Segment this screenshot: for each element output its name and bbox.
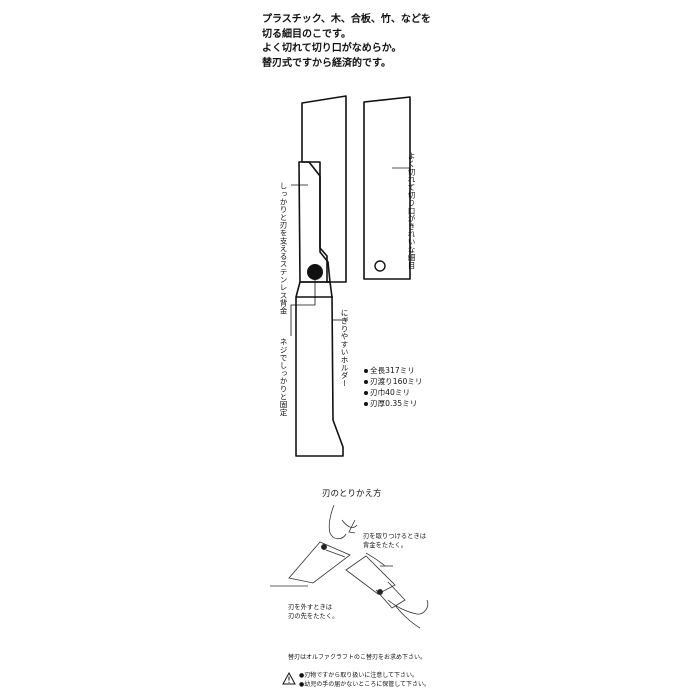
- screw-callout: ネジでしっかりと固定: [279, 338, 288, 416]
- intro-text: プラスチック、木、合板、竹、などを 切る細目のこです。 よく切れて切り口がなめら…: [262, 13, 431, 71]
- grip-callout: にぎりやすいホルダー: [340, 309, 349, 387]
- warning-icon: [282, 671, 296, 685]
- remove-note: 刃を外すときは 刃の先をたたく。: [288, 604, 339, 620]
- warning-line: ●刃物ですから取り扱いに注意して下さい。: [299, 672, 419, 679]
- spec-item: 刃巾40ミリ: [364, 387, 422, 398]
- saw-handle: [295, 281, 344, 457]
- blade-callout: よく切れて切り口がきれいな細目: [407, 152, 416, 269]
- spec-item: 刃厚0.35ミリ: [364, 398, 422, 409]
- attach-note: 刃を取りつけるときは 背金をたたく。: [363, 533, 427, 549]
- stainless-callout: しっかりと刃を支えるステンレス背金: [279, 182, 288, 315]
- bullet-icon: [364, 368, 368, 373]
- blade-hole-icon: [374, 260, 386, 272]
- intro-line: よく切れて切り口がなめらか。: [262, 43, 402, 54]
- screw-icon: [307, 264, 323, 280]
- intro-line: 替刃式ですから経済的です。: [262, 57, 391, 69]
- replace-title: 刃のとりかえ方: [322, 489, 382, 499]
- spec-item: 全長317ミリ: [364, 365, 422, 376]
- spec-list: 全長317ミリ 刃渡り160ミリ 刃巾40ミリ 刃厚0.35ミリ: [364, 365, 422, 409]
- saw-blade: [301, 95, 347, 283]
- spare-blade-note: 替刃はオルファクラフトのこ替刃をお求め下さい。: [288, 654, 427, 661]
- spare-blade: [363, 96, 411, 280]
- intro-line: 切る細目のこです。: [262, 28, 351, 40]
- bullet-icon: [364, 379, 368, 384]
- bullet-icon: [364, 390, 368, 395]
- replace-illustration: [270, 504, 429, 629]
- spec-item: 刃渡り160ミリ: [364, 376, 422, 387]
- bullet-icon: [364, 401, 368, 406]
- stainless-back: [298, 161, 331, 283]
- intro-line: プラスチック、木、合板、竹、などを: [262, 14, 431, 25]
- warning-line: ●幼児の手の届かないところに保管して下さい。: [299, 681, 431, 688]
